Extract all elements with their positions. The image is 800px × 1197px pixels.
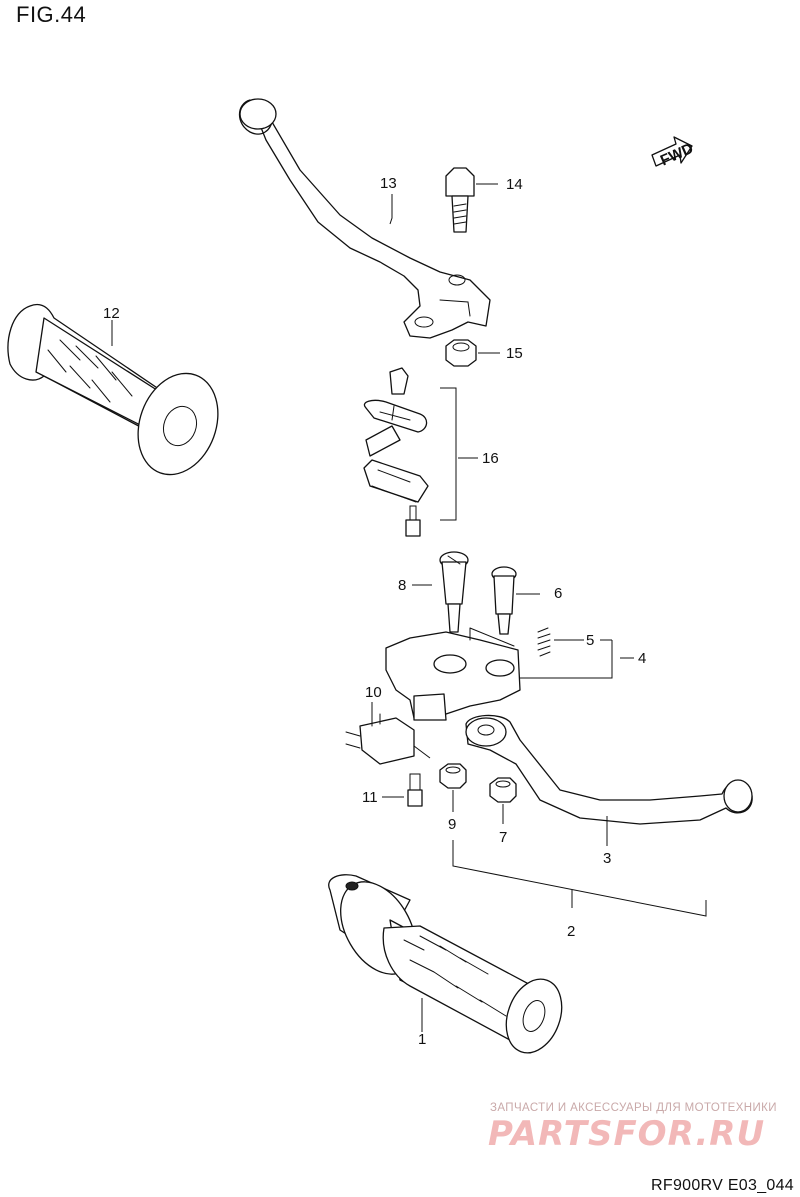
figure-title: FIG.44: [16, 2, 87, 27]
callout-1: 1: [418, 1031, 426, 1048]
watermark-logo: PARTSFOR.RU: [488, 1114, 766, 1154]
callout-8: 8: [398, 577, 406, 594]
diagram-code: RF900RV E03_044: [651, 1177, 794, 1194]
clutch-lever-part-13[interactable]: [238, 98, 491, 339]
lever-bolt-part-8[interactable]: [439, 551, 469, 633]
leader-lines: [111, 183, 634, 1032]
callout-16: 16: [482, 450, 499, 467]
brake-switch-part-10[interactable]: [345, 713, 431, 765]
throttle-grip-part-1[interactable]: [325, 869, 571, 1061]
callout-7: 7: [499, 829, 507, 846]
callout-14: 14: [506, 176, 523, 193]
fwd-label: FWD: [658, 140, 696, 169]
group-bracket-part-2: [452, 840, 707, 917]
callout-15: 15: [506, 345, 523, 362]
lever-holder-part-4[interactable]: [385, 627, 521, 721]
callout-2: 2: [567, 923, 575, 940]
spring-part-5[interactable]: [537, 627, 551, 657]
group-bracket-part-4: [520, 640, 613, 679]
callout-4: 4: [638, 650, 646, 667]
callout-12: 12: [103, 305, 120, 322]
callout-11: 11: [362, 789, 378, 806]
nut-part-7[interactable]: [489, 777, 517, 803]
callout-9: 9: [448, 816, 456, 833]
brake-lever-part-3[interactable]: [465, 714, 753, 825]
callout-10: 10: [365, 684, 382, 701]
switch-assembly-part-16[interactable]: [363, 367, 457, 537]
callout-6: 6: [554, 585, 562, 602]
watermark-tagline: ЗАПЧАСТИ И АКСЕССУАРЫ ДЛЯ МОТОТЕХНИКИ: [490, 1102, 777, 1114]
pivot-bolt-part-14[interactable]: [445, 167, 475, 233]
nut-part-15[interactable]: [445, 339, 477, 367]
callout-5: 5: [586, 632, 594, 649]
callout-3: 3: [603, 850, 611, 867]
left-grip-part-12[interactable]: [7, 303, 231, 486]
callout-13: 13: [380, 175, 397, 192]
screw-part-11[interactable]: [407, 773, 423, 807]
bolt-part-6[interactable]: [491, 566, 517, 635]
fwd-arrow-icon: FWD: [651, 136, 696, 169]
nut-part-9[interactable]: [439, 763, 467, 789]
